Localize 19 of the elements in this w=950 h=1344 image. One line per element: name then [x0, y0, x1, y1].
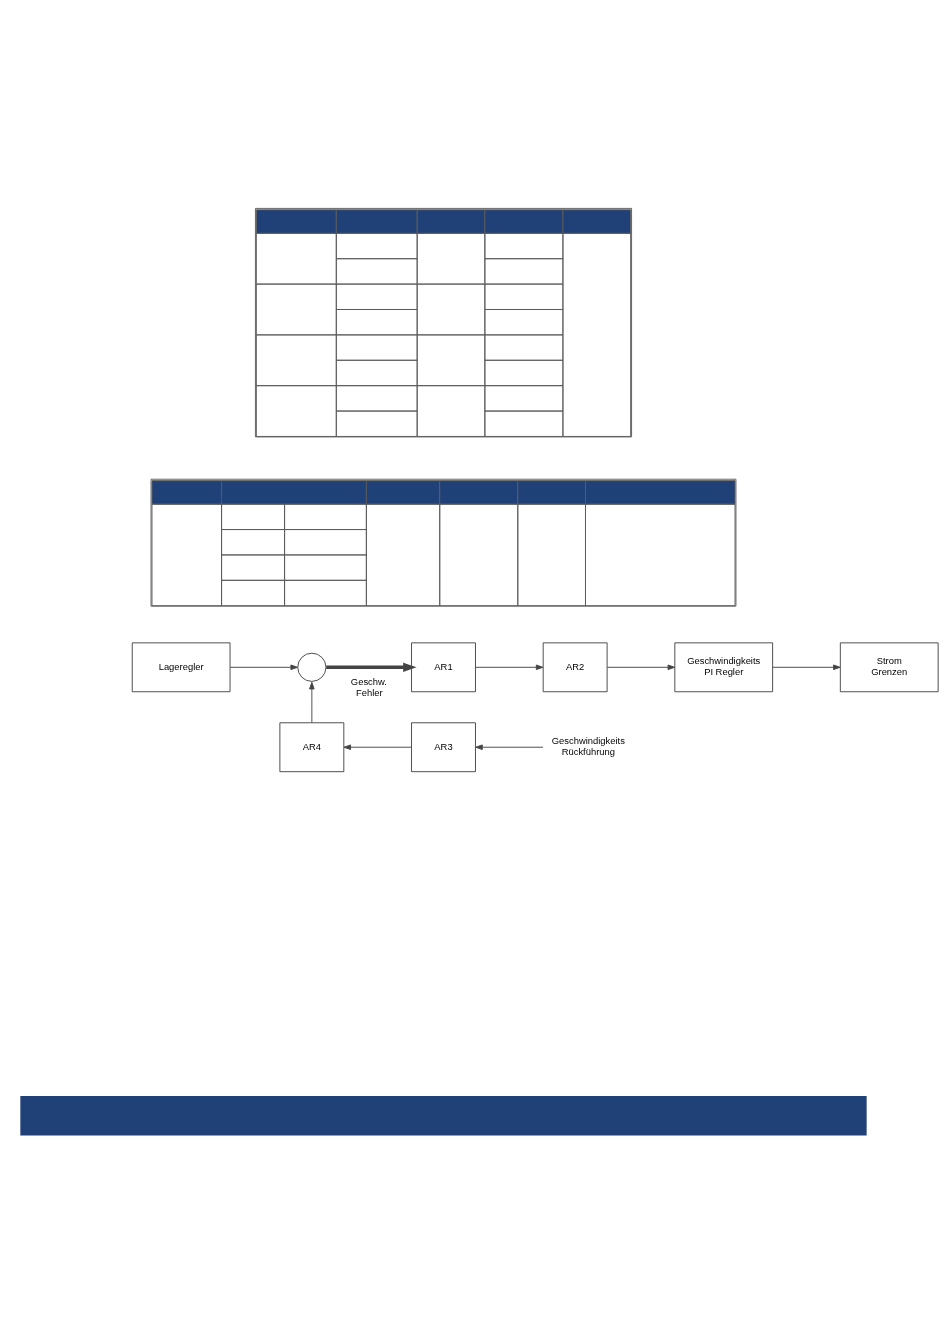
arrow: [606, 664, 676, 671]
arrow: [309, 681, 315, 724]
arrow: [326, 662, 417, 672]
edge-label: Geschw. Fehler: [350, 676, 387, 698]
arrow: [475, 744, 544, 750]
node-text: Geschwindigkeits Rückführung: [551, 735, 625, 757]
arrow: [229, 664, 298, 671]
node-box: Geschwindigkeits PI Regler: [674, 642, 774, 693]
arrow: [772, 664, 841, 671]
node-box: Lageregler: [131, 642, 231, 693]
node-box: AR4: [279, 722, 345, 773]
node-bar: [20, 1096, 867, 1136]
arrow: [475, 664, 544, 671]
arrow: [343, 744, 412, 750]
node-box: AR3: [411, 722, 476, 773]
node-box: AR2: [542, 642, 608, 693]
node-box: AR1: [411, 642, 476, 693]
node-circle: [297, 652, 327, 682]
node-box: Strom Grenzen: [839, 642, 939, 693]
